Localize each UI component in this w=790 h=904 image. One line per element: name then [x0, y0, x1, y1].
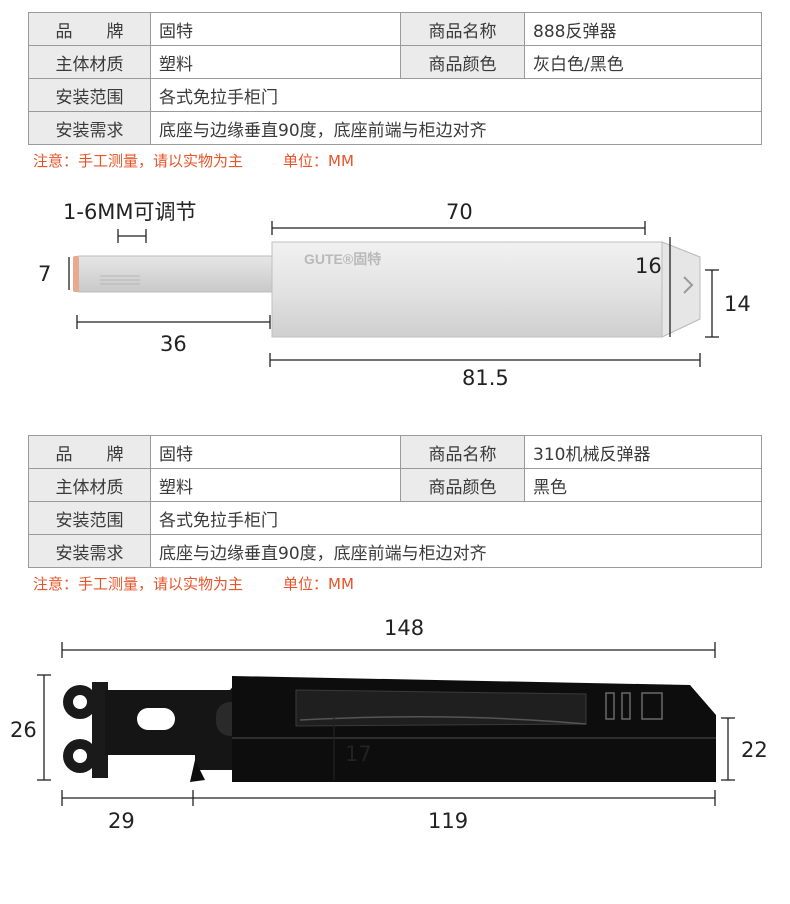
name-label: 商品名称: [400, 12, 525, 46]
table-row: 主体材质 塑料 商品颜色 灰白色/黑色: [28, 45, 762, 79]
requirement-label: 安装需求: [28, 111, 151, 145]
base-foot: [190, 760, 205, 782]
color-value: 黑色: [524, 468, 762, 502]
material-value: 塑料: [150, 45, 401, 79]
scope-label: 安装范围: [28, 501, 151, 535]
color-value: 灰白色/黑色: [524, 45, 762, 79]
name-value: 888反弹器: [524, 12, 762, 46]
housing-highlight: [299, 716, 587, 725]
length-70-dimension-line: [271, 221, 646, 235]
table-row: 品 牌 固特 商品名称 310机械反弹器: [28, 435, 762, 469]
measurement-note: 注意：手工测量，请以实物为主 单位：MM: [33, 573, 354, 594]
adjust-dimension-line: [117, 229, 147, 243]
base-slot-1: [137, 708, 175, 730]
color-label: 商品颜色: [400, 45, 525, 79]
material-label: 主体材质: [28, 45, 151, 79]
brand-value: 固特: [150, 435, 401, 469]
name-label: 商品名称: [400, 435, 525, 469]
dim-148-label: 148: [384, 616, 425, 640]
length-119-dimension-line: [193, 790, 716, 806]
length-29-dimension-line: [61, 790, 194, 806]
dim-815-label: 81.5: [462, 366, 509, 390]
length-148-dimension-line: [61, 642, 716, 658]
height-14-dimension-line: [705, 269, 719, 338]
table-row: 主体材质 塑料 商品颜色 黑色: [28, 468, 762, 502]
product-310-drawing: [37, 642, 735, 806]
dim-7-label: 7: [38, 262, 52, 286]
unit-text: 单位：MM: [283, 575, 354, 593]
dim-17-label: 17: [345, 742, 372, 766]
brand-value: 固特: [150, 12, 401, 46]
note-text: 注意：手工测量，请以实物为主: [33, 575, 244, 593]
table-row: 安装范围 各式免拉手柜门: [28, 501, 762, 535]
table-row: 安装需求 底座与边缘垂直90度，底座前端与柜边对齐: [28, 111, 762, 145]
height-26-dimension-line: [37, 674, 51, 781]
dim-14-label: 14: [724, 292, 751, 316]
housing-end-cap: [661, 241, 701, 338]
length-36-dimension-line: [76, 315, 271, 329]
unit-text: 单位：MM: [283, 152, 354, 170]
note-text: 注意：手工测量，请以实物为主: [33, 152, 244, 170]
table-row: 安装范围 各式免拉手柜门: [28, 78, 762, 112]
mounting-hooks: [63, 682, 108, 778]
length-815-dimension-line: [269, 353, 701, 367]
gute-logo: GUTE®固特: [304, 251, 381, 267]
requirement-value: 底座与边缘垂直90度，底座前端与柜边对齐: [150, 111, 762, 145]
dim-36-label: 36: [160, 332, 187, 356]
dim-16-label: 16: [635, 254, 662, 278]
plunger-lines: [100, 275, 140, 285]
name-value: 310机械反弹器: [524, 435, 762, 469]
dim-26-label: 26: [10, 718, 37, 742]
end-vent-slots: [605, 692, 663, 720]
plunger-tip: [73, 256, 79, 292]
dim-119-label: 119: [428, 809, 469, 833]
material-value: 塑料: [150, 468, 401, 502]
brand-label: 品 牌: [28, 12, 151, 46]
material-label: 主体材质: [28, 468, 151, 502]
scope-value: 各式免拉手柜门: [150, 501, 762, 535]
scope-label: 安装范围: [28, 78, 151, 112]
height-22-dimension-line: [721, 717, 735, 781]
color-label: 商品颜色: [400, 468, 525, 502]
spec-table-888: 品 牌 固特 商品名称 888反弹器 主体材质 塑料 商品颜色 灰白色/黑色 安…: [28, 12, 762, 145]
adjust-label: 1-6MM可调节: [63, 200, 197, 224]
end-cap-arrow: [683, 276, 694, 294]
dim-29-label: 29: [108, 809, 135, 833]
scope-value: 各式免拉手柜门: [150, 78, 762, 112]
product-888-drawing: GUTE®固特: [68, 221, 719, 367]
dim-22-label: 22: [741, 738, 768, 762]
table-row: 品 牌 固特 商品名称 888反弹器: [28, 12, 762, 46]
spec-table-310: 品 牌 固特 商品名称 310机械反弹器 主体材质 塑料 商品颜色 黑色 安装范…: [28, 435, 762, 568]
plunger-body: [74, 255, 276, 293]
requirement-value: 底座与边缘垂直90度，底座前端与柜边对齐: [150, 534, 762, 568]
dim-70-label: 70: [446, 200, 473, 224]
table-row: 安装需求 底座与边缘垂直90度，底座前端与柜边对齐: [28, 534, 762, 568]
measurement-note: 注意：手工测量，请以实物为主 单位：MM: [33, 150, 354, 171]
brand-label: 品 牌: [28, 435, 151, 469]
requirement-label: 安装需求: [28, 534, 151, 568]
